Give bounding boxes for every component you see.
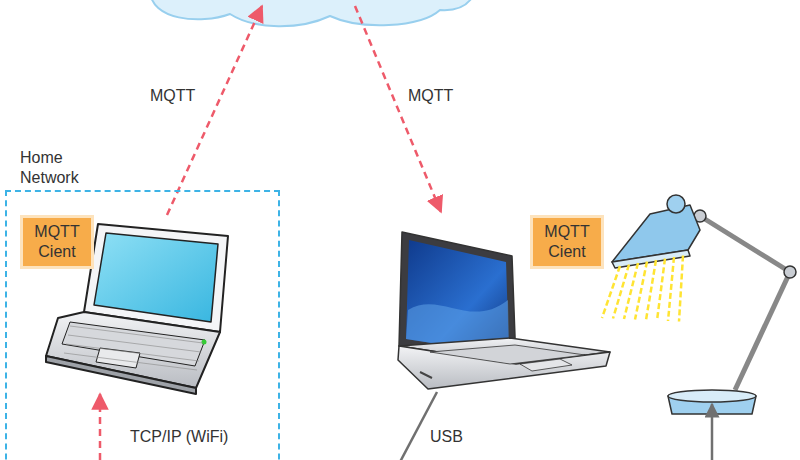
usb-control-line bbox=[711, 404, 714, 460]
light-rays bbox=[602, 256, 683, 322]
client-label: MQTT Cient bbox=[530, 215, 604, 269]
wifi-link bbox=[99, 394, 102, 460]
mqtt-link bbox=[167, 6, 262, 215]
client-label: MQTT Cient bbox=[20, 215, 94, 269]
link-label: MQTT bbox=[406, 87, 455, 105]
cloud bbox=[150, 0, 474, 26]
usb-cable bbox=[400, 392, 437, 460]
node-label: MQTT Cient bbox=[538, 222, 596, 262]
mqtt-link bbox=[355, 6, 441, 212]
node-label: MQTT Cient bbox=[28, 222, 86, 262]
link-label: MQTT bbox=[148, 87, 197, 105]
network-boundary: Home NetworkMQTT Cient bbox=[5, 190, 280, 460]
link-label: USB bbox=[428, 428, 465, 446]
region-heading: Home Network bbox=[20, 148, 110, 188]
desk-lamp bbox=[612, 195, 796, 414]
link-label: TCP/IP (WiFi) bbox=[128, 428, 230, 446]
